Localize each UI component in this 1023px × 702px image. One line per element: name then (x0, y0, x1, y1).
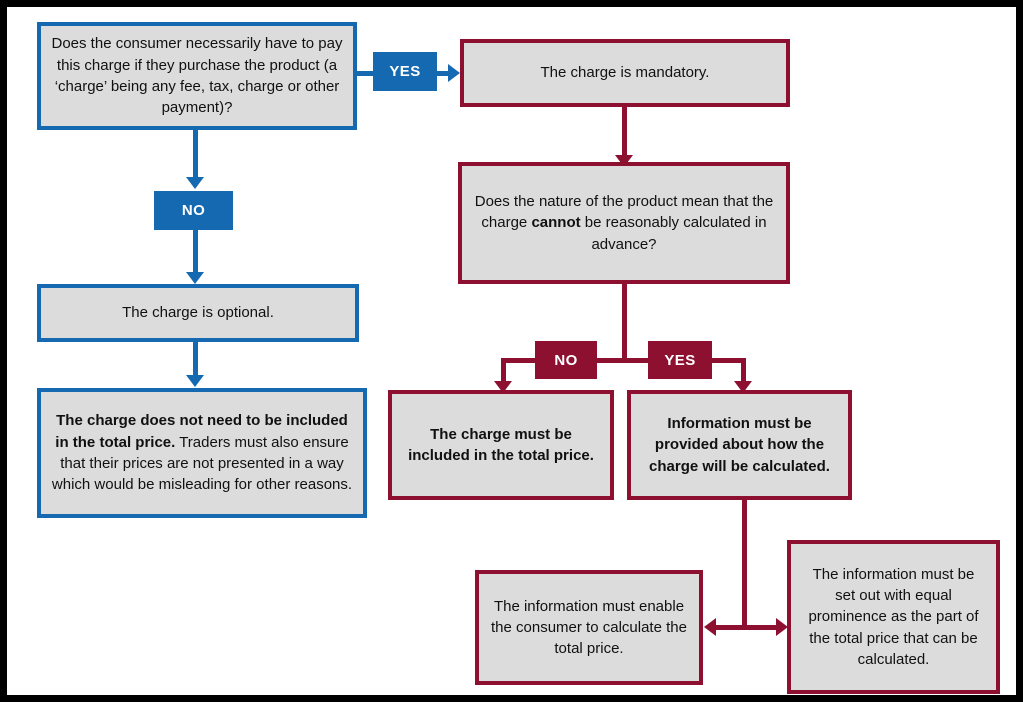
node-must-be-included: The charge must be included in the total… (388, 390, 614, 500)
badge-yes-mid: YES (648, 341, 712, 379)
node-question-must-pay-label: Does the consumer necessarily have to pa… (51, 35, 343, 117)
question-cannot-calculate-bold: cannot (531, 214, 581, 232)
connector-no-mid-drop (501, 358, 506, 387)
node-info-provided: Information must be provided about how t… (627, 390, 852, 500)
node-not-need-included: The charge does not need to be included … (37, 388, 367, 518)
badge-yes-mid-label: YES (664, 351, 696, 369)
connector-question-to-no (193, 130, 198, 180)
connector-yes-mid-drop (741, 358, 746, 387)
node-charge-mandatory: The charge is mandatory. (460, 39, 790, 107)
connector-yes-to-mandatory (437, 71, 451, 76)
node-info-enable-calc-label: The information must enable the consumer… (491, 597, 687, 658)
connector-mandatory-to-question (622, 107, 627, 159)
connector-double-arrow-bar (714, 625, 784, 630)
connector-question-split-stem (622, 284, 627, 363)
node-question-cannot-calculate: Does the nature of the product mean that… (458, 162, 790, 284)
arrowhead-to-info-equal-prominence (776, 618, 788, 636)
connector-no-to-optional (193, 230, 198, 275)
badge-no-left: NO (154, 191, 233, 230)
question-cannot-calculate-after: be reasonably calculated in advance? (584, 214, 767, 253)
badge-no-mid: NO (535, 341, 597, 379)
node-question-cannot-calculate-label: Does the nature of the product mean that… (472, 191, 776, 255)
badge-no-left-label: NO (181, 202, 206, 219)
arrowhead-yes-to-mandatory (448, 64, 460, 82)
badge-yes-top: YES (373, 52, 437, 91)
node-charge-optional-label: The charge is optional. (122, 304, 274, 322)
node-info-equal-prominence-label: The information must be set out with equ… (808, 565, 979, 668)
connector-question-to-yes (357, 71, 375, 76)
node-info-equal-prominence: The information must be set out with equ… (787, 540, 1000, 694)
node-not-need-included-bold: The charge does not need to be included … (55, 412, 348, 451)
connector-optional-to-outcome (193, 342, 198, 380)
node-info-enable-calc: The information must enable the consumer… (475, 570, 703, 685)
node-not-need-included-label: The charge does not need to be included … (51, 410, 353, 495)
node-not-need-included-rest: Traders must also ensure that their pric… (51, 433, 353, 494)
node-must-be-included-label: The charge must be included in the total… (408, 425, 594, 464)
node-charge-mandatory-label: The charge is mandatory. (540, 64, 710, 82)
arrowhead-to-info-enable-calc (704, 618, 716, 636)
arrowhead-optional-to-outcome (186, 375, 204, 387)
connector-info-provided-drop (742, 500, 747, 628)
arrowhead-no-to-optional (186, 272, 204, 284)
question-cannot-calculate-before: Does the nature of the product mean that… (474, 193, 774, 232)
badge-yes-top-label: YES (389, 63, 421, 80)
arrowhead-question-to-no (186, 177, 204, 189)
node-question-must-pay: Does the consumer necessarily have to pa… (37, 22, 357, 130)
node-info-provided-label: Information must be provided about how t… (649, 415, 830, 475)
node-charge-optional: The charge is optional. (37, 284, 359, 342)
badge-no-mid-label: NO (554, 351, 578, 369)
